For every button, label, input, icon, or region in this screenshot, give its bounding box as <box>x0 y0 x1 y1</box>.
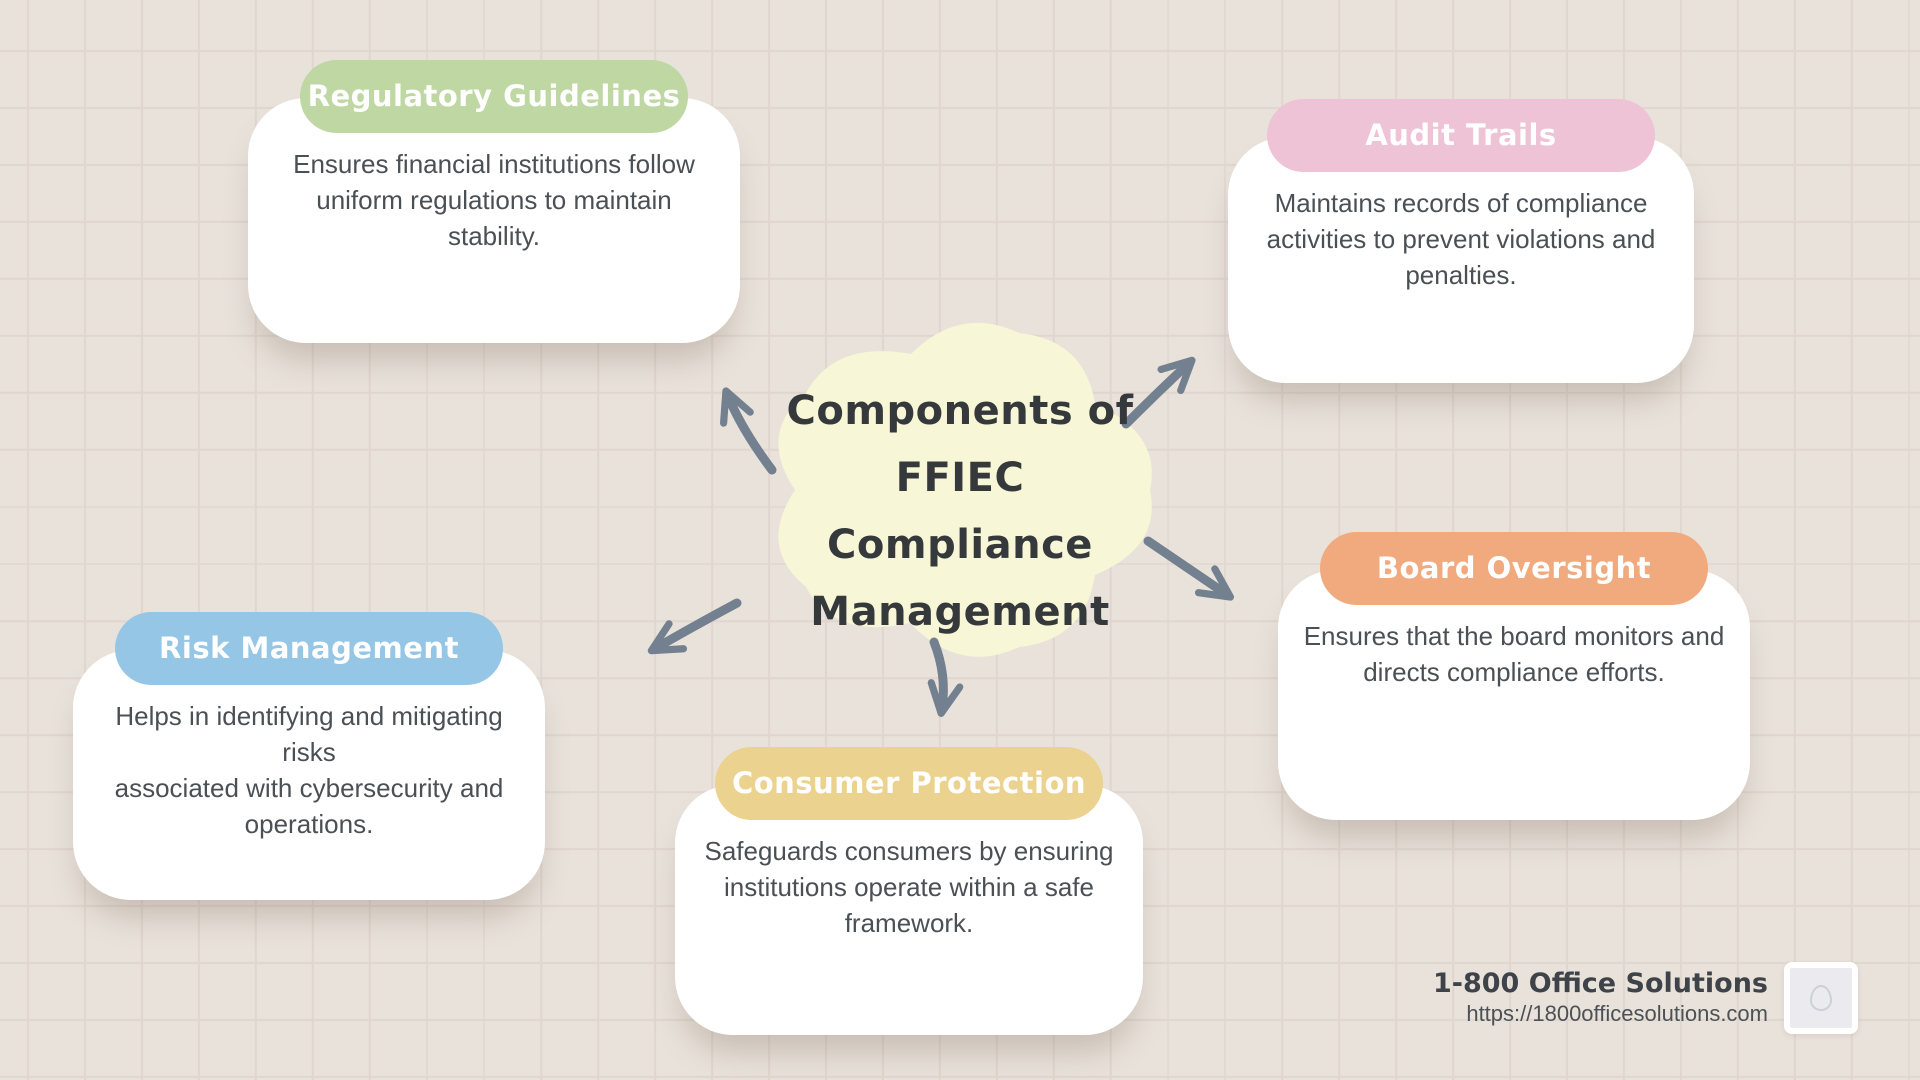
card-body: Ensures that the board monitors and dire… <box>1303 621 1725 687</box>
card-title: Regulatory Guidelines <box>307 79 681 113</box>
card-pill-regulatory-guidelines: Regulatory Guidelines <box>300 60 688 133</box>
card-pill-consumer-protection: Consumer Protection <box>715 747 1103 820</box>
card-board-oversight: Board Oversight Ensures that the board m… <box>1278 532 1750 820</box>
card-pill-board-oversight: Board Oversight <box>1320 532 1708 605</box>
card-title: Consumer Protection <box>731 766 1087 800</box>
card-title: Audit Trails <box>1365 118 1557 152</box>
center-title: Components of FFIEC Compliance Managemen… <box>786 388 1134 635</box>
brand-logo <box>1784 962 1858 1034</box>
card-title: Risk Management <box>159 631 459 665</box>
card-pill-audit-trails: Audit Trails <box>1267 99 1655 172</box>
card-body: Ensures financial institutions follow un… <box>293 149 695 251</box>
brand-name: 1-800 Office Solutions <box>1432 968 1768 999</box>
footer-branding: 1-800 Office Solutions https://1800offic… <box>1433 962 1858 1034</box>
card-consumer-protection: Consumer Protection Safeguards consumers… <box>675 747 1143 1035</box>
card-regulatory-guidelines: Regulatory Guidelines Ensures financial … <box>248 60 740 343</box>
card-audit-trails: Audit Trails Maintains records of compli… <box>1228 99 1694 383</box>
card-pill-risk-management: Risk Management <box>115 612 503 685</box>
card-body: Helps in identifying and mitigating risk… <box>114 701 504 839</box>
logo-emblem-icon <box>1810 985 1832 1011</box>
brand-url: https://1800officesolutions.com <box>1466 1001 1768 1026</box>
card-body: Maintains records of compliance activiti… <box>1266 188 1656 290</box>
card-risk-management: Risk Management Helps in identifying and… <box>73 612 545 900</box>
card-body: Safeguards consumers by ensuring institu… <box>704 836 1114 938</box>
card-title: Board Oversight <box>1376 551 1652 585</box>
